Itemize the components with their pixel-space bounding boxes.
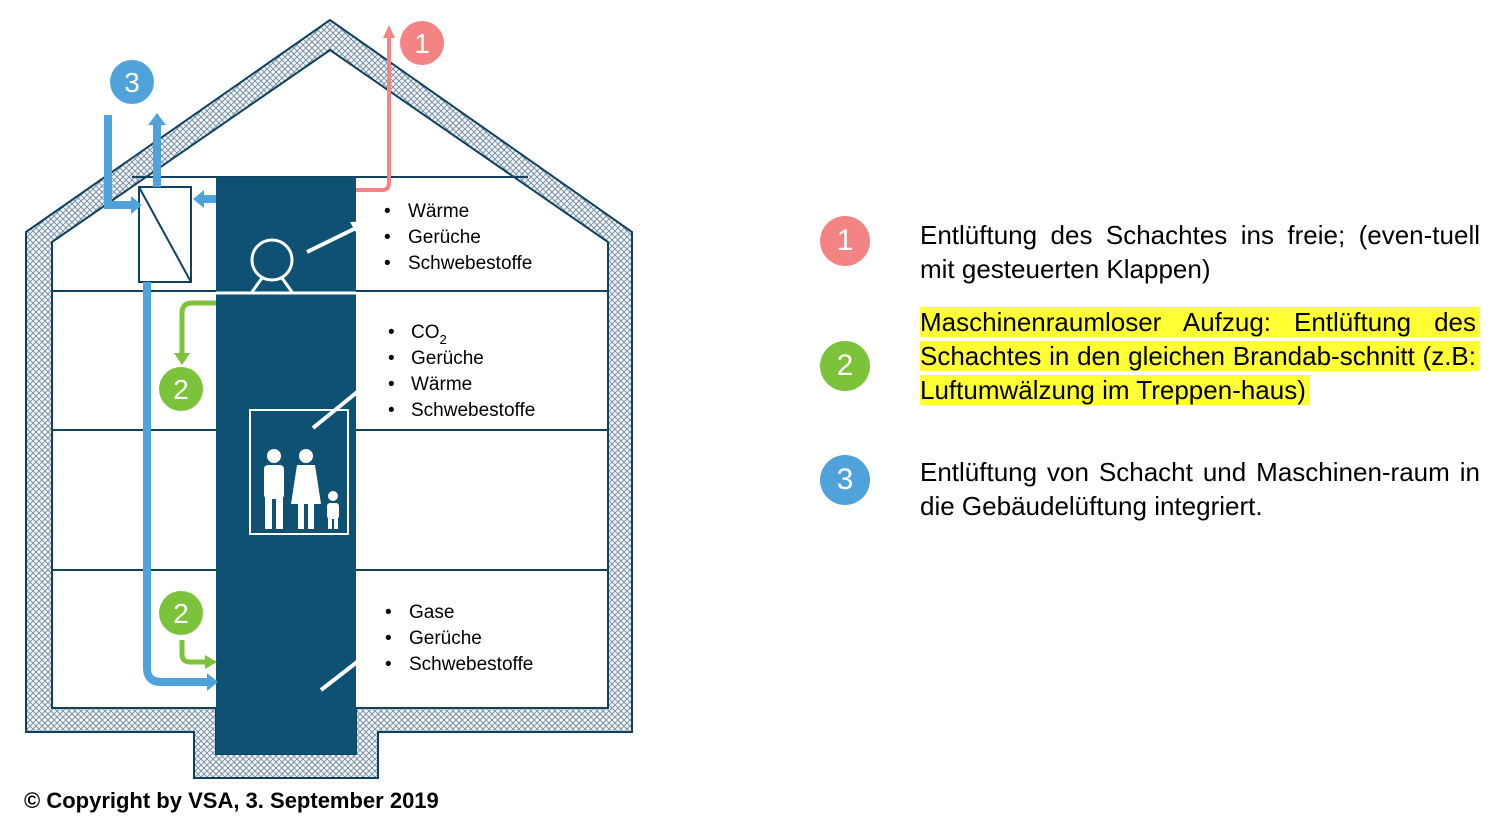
badge-2-upper: 2: [159, 367, 203, 411]
svg-text:•: •: [384, 201, 391, 222]
badge-1: 1: [400, 21, 444, 65]
heat-exchanger-box: [138, 186, 192, 283]
list-item: Gerüche: [409, 628, 482, 649]
list-item: Schwebestoffe: [408, 253, 532, 274]
svg-text:•: •: [388, 322, 395, 343]
legend-badge-3: 3: [820, 455, 870, 505]
list-item: Gase: [409, 602, 454, 623]
shaft-air-arrows: [306, 221, 380, 692]
legend-text-1: Entlüftung des Schachtes ins freie; (eve…: [920, 220, 1480, 284]
green-arrowheads: [174, 353, 217, 669]
family-icon: [264, 449, 339, 529]
legend-badge-1: 1: [820, 216, 870, 266]
svg-text:•: •: [385, 654, 392, 675]
red-exhaust-duct: [356, 25, 395, 192]
svg-text:•: •: [388, 374, 395, 395]
svg-text:3: 3: [124, 67, 140, 98]
blue-arrowheads: [131, 113, 218, 691]
elevator-shaft: [216, 177, 356, 754]
svg-text:•: •: [385, 628, 392, 649]
badge-2-lower: 2: [159, 591, 203, 635]
badge-3: 3: [110, 60, 154, 104]
building-ventilation-diagram: 1 3 2 2 • Wärme • Gerüche • Schwebestoffe •…: [25, 18, 633, 779]
svg-text:•: •: [385, 602, 392, 623]
list-item: Schwebestoffe: [411, 400, 535, 421]
legend-highlight: Maschinenraumloser Aufzug: Entlüftung de…: [920, 307, 1480, 405]
top-floor-list: • Wärme • Gerüche • Schwebestoffe: [384, 201, 532, 274]
list-item: Gerüche: [411, 348, 484, 369]
legend-badge-2: 2: [820, 341, 870, 391]
svg-text:2: 2: [173, 598, 189, 629]
svg-text:1: 1: [414, 28, 430, 59]
svg-text:•: •: [384, 227, 391, 248]
list-item: CO2: [411, 322, 447, 347]
blue-air-ducts: [104, 115, 216, 686]
motor-icon: [250, 238, 294, 293]
svg-text:•: •: [388, 348, 395, 369]
legend-text-3: Entlüftung von Schacht und Maschinen-rau…: [920, 457, 1480, 521]
copyright-notice: © Copyright by VSA, 3. September 2019: [24, 788, 439, 813]
svg-text:•: •: [388, 400, 395, 421]
middle-floor-list: • CO2 • Gerüche • Wärme • Schwebestoffe: [388, 322, 535, 421]
green-air-ducts: [179, 300, 216, 665]
list-item: Wärme: [411, 374, 472, 395]
bottom-floor-list: • Gase • Gerüche • Schwebestoffe: [385, 602, 533, 675]
list-item: Wärme: [408, 201, 469, 222]
svg-text:•: •: [384, 253, 391, 274]
list-item: Gerüche: [408, 227, 481, 248]
elevator-cabin-icon: [249, 409, 349, 535]
legend-text-2: Maschinenraumloser Aufzug: Entlüftung de…: [920, 305, 1480, 407]
list-item: Schwebestoffe: [409, 654, 533, 675]
svg-text:2: 2: [173, 374, 189, 405]
